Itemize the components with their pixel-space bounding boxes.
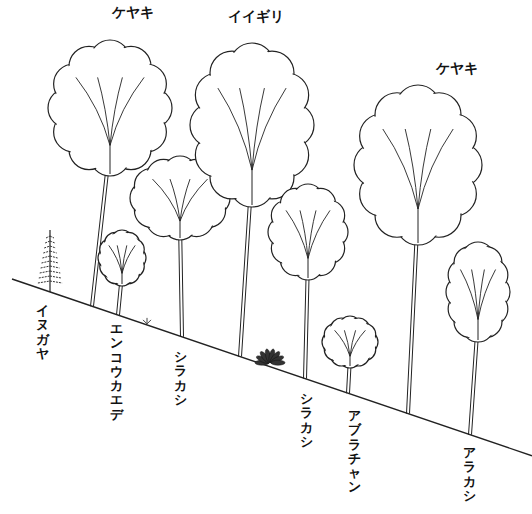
branch [308,210,316,258]
branch [122,245,127,273]
branch [153,179,181,221]
branch [110,77,122,145]
crown-fill [316,202,343,229]
broadleaf-tree [268,184,348,379]
branch [98,77,110,145]
trunk [350,356,351,366]
species-label: アラカシ [463,446,476,503]
branch [110,77,144,145]
species-label: ケヤキ [436,60,478,78]
branch [300,210,308,258]
crown-fill [266,74,307,115]
branch [286,210,308,258]
branch [252,88,286,170]
branch [218,88,252,170]
trunk [418,209,419,243]
branch [170,179,180,221]
species-label: イヌガヤ [36,304,49,361]
branch [122,245,135,273]
trunk [122,273,123,284]
branch [180,179,190,221]
branch [350,330,365,356]
branch [180,179,208,221]
branch [76,77,110,145]
crown-fill [355,325,374,344]
species-label: ケヤキ [112,4,154,22]
trunk [110,145,111,174]
trunk [308,258,309,278]
ground-slope [12,279,532,456]
seedling [143,318,151,324]
branch [344,330,350,356]
branch [418,129,453,209]
branch [308,210,330,258]
trunk [478,320,479,341]
species-label: アブラチャン [348,409,361,495]
species-label: シラカシ [174,350,187,407]
branch [383,129,418,209]
trunk [252,170,253,205]
branch [240,88,252,170]
branch [350,330,356,356]
branch [405,129,418,209]
branch [252,88,264,170]
broadleaf-tree [98,230,146,315]
branch [478,270,496,320]
branch [478,270,484,320]
branch [117,245,122,273]
broadleaf-tree [322,316,378,393]
branch [335,330,350,356]
broadleaf-tree [446,242,510,435]
branch [109,245,122,273]
branch [418,129,431,209]
species-label: シラカシ [300,392,313,449]
species-label: イイギリ [228,8,284,26]
species-label: エンコウカエデ [110,322,123,422]
branch [472,270,478,320]
conifer-tree [38,230,62,292]
crown-fill [128,65,165,102]
fern-plant [255,348,285,365]
branch [460,270,478,320]
trunk [180,221,181,238]
crown-fill [124,240,143,259]
